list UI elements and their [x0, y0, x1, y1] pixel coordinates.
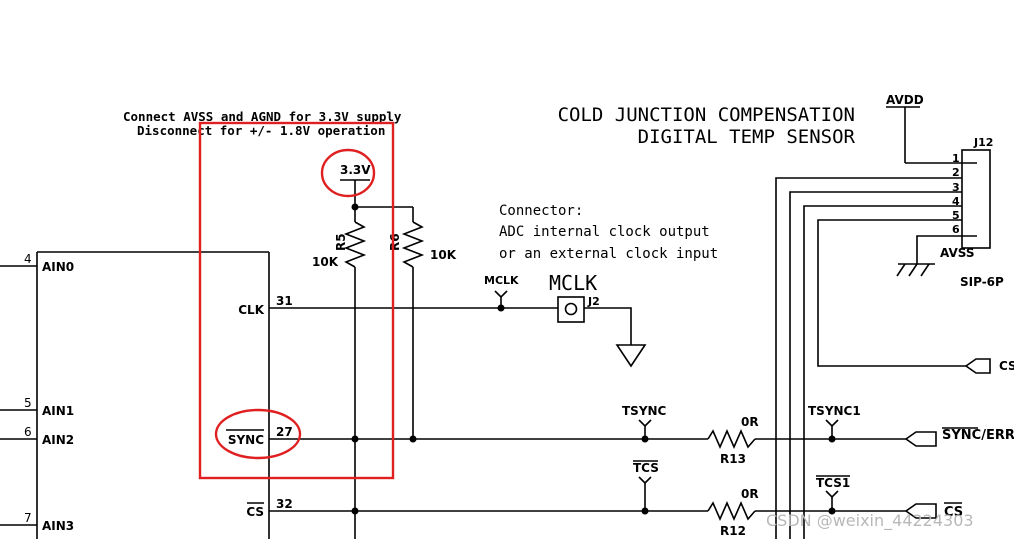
j12-ref: J12 [973, 136, 993, 149]
pin-number-4: 4 [24, 252, 32, 266]
net-label-tcs1: TCS1 [816, 476, 850, 490]
pin-name-ain1: AIN1 [42, 404, 74, 418]
net-label-tcs: TCS [633, 461, 659, 475]
net-label-cs-out: CS [944, 505, 963, 520]
supply-note-line-2: Disconnect for +/- 1.8V operation [137, 123, 385, 138]
adc-ic-symbol: 4 AIN0 5 AIN1 6 AIN2 7 AIN3 CLK 31 SYNC … [0, 251, 293, 539]
j12-pin-4: 4 [952, 195, 960, 208]
avss-label: AVSS [940, 246, 975, 260]
r5-value: 10K [312, 255, 339, 269]
junction-dot [351, 203, 359, 211]
pin-name-sync: SYNC [228, 433, 264, 447]
avdd-label: AVDD [886, 93, 924, 107]
highlight-rectangle [198, 121, 395, 480]
r5-ref: R5 [334, 233, 348, 251]
j12-pin-2: 2 [952, 166, 960, 179]
pin-name-ain2: AIN2 [42, 433, 74, 447]
section-title-line-1: COLD JUNCTION COMPENSATION [558, 104, 855, 126]
net-label-cs-partial: CS [999, 359, 1014, 373]
connector-note-line-3: or an external clock input [499, 246, 718, 262]
pullup-network: 3.3V 10K R5 10K R6 [312, 163, 457, 539]
j12-pin-5: 5 [952, 209, 960, 222]
j2-connector-body [557, 296, 585, 323]
r6-ref: R6 [388, 233, 402, 251]
r13-value: 0R [741, 415, 759, 429]
ground-triangle-icon [615, 344, 647, 368]
pin-number-27: 27 [276, 425, 293, 439]
offpage-connector-cs [904, 503, 937, 519]
power-rail-label: 3.3V [340, 163, 371, 177]
offpage-connector-cs-partial [964, 358, 991, 374]
resistor-r5 [343, 221, 367, 268]
pin-name-clk: CLK [238, 303, 264, 317]
pin-number-32: 32 [276, 497, 293, 511]
offpage-connector-sync [904, 431, 937, 447]
j12-body [961, 149, 991, 249]
j12-pin-1: 1 [952, 152, 960, 165]
highlight-circle-3v3 [320, 148, 376, 198]
supply-note-line-1: Connect AVSS and AGND for 3.3V supply [123, 109, 402, 124]
pin-number-5: 5 [24, 396, 32, 410]
resistor-r12 [707, 501, 756, 521]
r12-ref: R12 [720, 524, 746, 538]
sync-net: TSYNC 0R R13 TSYNC1 SYNC/ERR [269, 404, 1014, 466]
j12-connector: AVDD J12 1 2 3 4 5 6 CS AVSS SIP-6P [775, 93, 1014, 539]
pin-name-cs: CS [246, 505, 264, 519]
connector-note-line-2: ADC internal clock output [499, 224, 710, 240]
resistor-r6 [401, 221, 425, 268]
net-label-sync-err: SYNC/ERR [942, 428, 1014, 443]
section-title-line-2: DIGITAL TEMP SENSOR [638, 126, 856, 148]
r12-value: 0R [741, 487, 759, 501]
cs-net: TCS 0R R12 TCS1 CS [269, 460, 963, 538]
highlight-circle-sync [214, 408, 302, 460]
r6-value: 10K [430, 248, 457, 262]
pin-number-6: 6 [24, 425, 32, 439]
pin-number-7: 7 [24, 511, 32, 525]
watermark-text: CSDN @weixin_44224303 [766, 511, 974, 531]
pin-name-ain3: AIN3 [42, 519, 74, 533]
cs-partial-wire [817, 219, 966, 367]
mclk-net: MCLK MCLK J2 [269, 271, 647, 368]
pin-number-31: 31 [276, 294, 293, 308]
j12-pin-3: 3 [952, 181, 960, 194]
resistor-r13 [707, 429, 756, 449]
j2-connector-label: MCLK [549, 271, 597, 295]
j2-ref: J2 [587, 295, 600, 308]
net-label-tsync: TSYNC [622, 404, 667, 418]
j12-type-label: SIP-6P [960, 275, 1004, 289]
net-label-tsync1: TSYNC1 [808, 404, 861, 418]
net-label-mclk: MCLK [484, 274, 519, 287]
j12-pin-6: 6 [952, 223, 960, 236]
r13-ref: R13 [720, 452, 746, 466]
connector-note-line-1: Connector: [499, 203, 583, 219]
pin-name-ain0: AIN0 [42, 260, 74, 274]
